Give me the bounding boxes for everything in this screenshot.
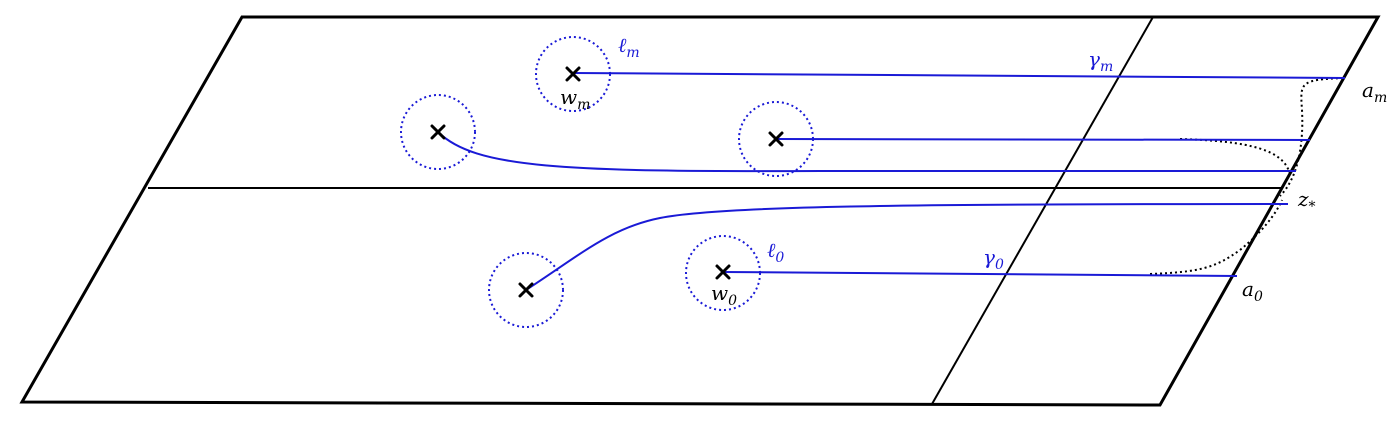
cross-mark-center-upper: [768, 131, 784, 147]
path-gamma-m: [572, 72, 1346, 79]
path-gamma-0: [722, 271, 1238, 277]
dotted-curve-upper: [1279, 77, 1344, 197]
cross-mark-w-0: [715, 264, 731, 280]
cross-mark-left-upper: [430, 124, 446, 140]
label-ell-m: ℓm: [618, 33, 640, 61]
path-left-upper: [437, 131, 1296, 173]
label-gamma-m: γm: [1088, 47, 1113, 75]
label-ell-0: ℓ0: [767, 238, 784, 266]
label-gamma-0: γ0: [983, 245, 1004, 273]
label-z-star: z*: [1297, 187, 1316, 215]
loop-left-lower: [488, 252, 564, 328]
path-center-upper: [775, 138, 1311, 141]
cross-mark-w-m: [565, 66, 581, 82]
label-a-0: a0: [1242, 277, 1263, 305]
dotted-loops: [400, 36, 814, 328]
dotted-curve-center: [1179, 138, 1291, 176]
loop-left-upper: [400, 94, 476, 170]
label-w-m: wm: [560, 85, 590, 113]
label-a-m: am: [1362, 78, 1387, 106]
parallelogram-frame: [19, 15, 1381, 407]
cross-mark-left-lower: [518, 282, 534, 298]
path-left-lower: [525, 203, 1289, 291]
slanted-divider: [931, 16, 1154, 405]
blue-paths: [437, 72, 1346, 291]
dotted-curve-lower: [1149, 199, 1283, 275]
cross-marks: [430, 66, 784, 298]
label-w-0: w0: [711, 281, 737, 309]
